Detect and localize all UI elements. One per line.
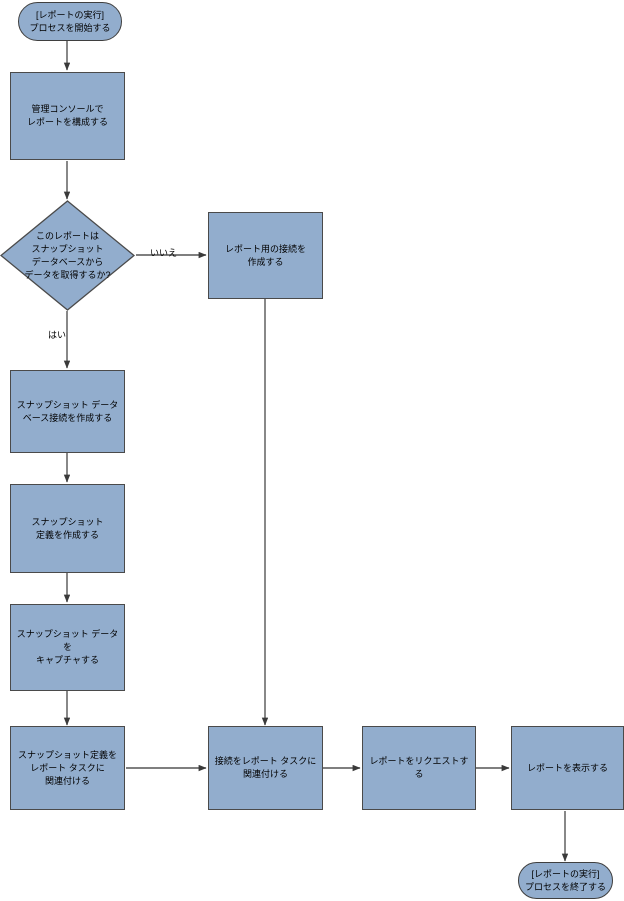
node-view-report[interactable]: レポートを表示する [511,726,624,810]
node-start-label: [レポートの実行] プロセスを開始する [29,9,111,33]
node-create-report-connection[interactable]: レポート用の接続を 作成する [208,212,323,299]
edge-label-yes: はい [48,330,67,340]
node-start[interactable]: [レポートの実行] プロセスを開始する [18,2,122,41]
node-create-snapshot-db-connection[interactable]: スナップショット データ ベース接続を作成する [10,370,125,453]
node-request-report[interactable]: レポートをリクエストする [362,726,476,810]
node-associate-definition-task-label: スナップショット定義を レポート タスクに 関連付ける [17,749,117,786]
node-request-report-label: レポートをリクエストする [369,756,469,779]
node-decision-snapshot-label: このレポートは スナップショット データベースから データを取得するか? [24,230,111,280]
node-associate-definition-task[interactable]: スナップショット定義を レポート タスクに 関連付ける [10,726,125,810]
node-associate-connection-task-label: 接続をレポート タスクに 関連付ける [214,756,317,779]
node-configure-report[interactable]: 管理コンソールで レポートを構成する [10,72,125,160]
node-capture-snapshot-data[interactable]: スナップショット データを キャプチャする [10,604,125,691]
node-create-snapshot-definition[interactable]: スナップショット 定義を作成する [10,484,125,573]
edge-label-no: いいえ [150,248,178,258]
node-end[interactable]: [レポートの実行] プロセスを終了する [518,862,613,899]
node-create-snapshot-definition-label: スナップショット 定義を作成する [31,516,104,540]
node-configure-report-label: 管理コンソールで レポートを構成する [26,104,108,127]
node-decision-snapshot[interactable]: このレポートは スナップショット データベースから データを取得するか? [0,200,135,311]
node-create-report-connection-label: レポート用の接続を 作成する [224,243,306,267]
node-associate-connection-task[interactable]: 接続をレポート タスクに 関連付ける [208,726,323,810]
node-capture-snapshot-data-label: スナップショット データを キャプチャする [16,629,119,665]
node-view-report-label: レポートを表示する [526,762,608,773]
node-end-label: [レポートの実行] プロセスを終了する [524,868,606,892]
decision-diamond-shape [0,200,135,311]
node-create-snapshot-db-connection-label: スナップショット データ ベース接続を作成する [16,399,119,423]
